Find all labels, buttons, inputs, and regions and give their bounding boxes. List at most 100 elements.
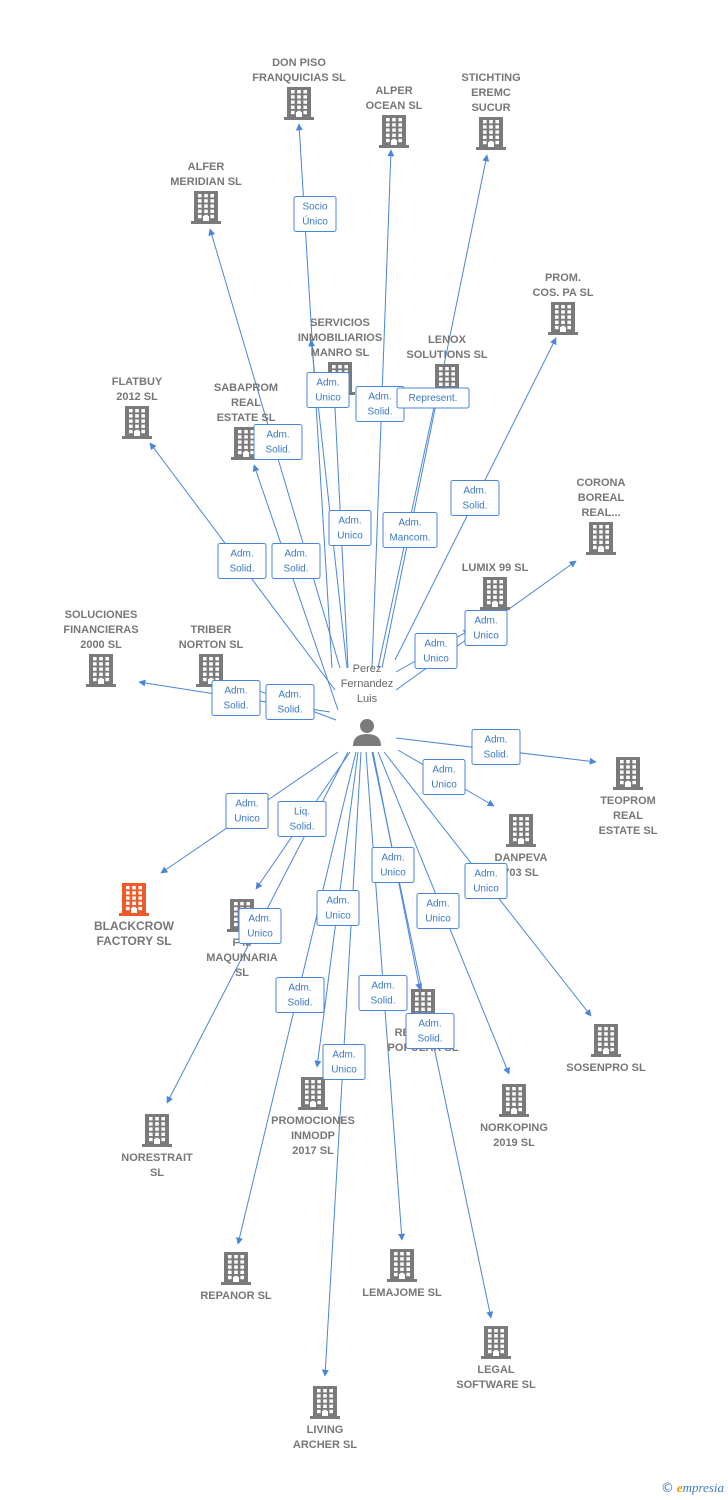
relation-text: Solid. <box>417 1034 442 1045</box>
relation-label-repanor[interactable]: Adm.Solid. <box>275 977 325 1013</box>
relation-label-fm[interactable]: Liq.Solid. <box>277 801 327 837</box>
relation-label-lemajome[interactable]: Adm.Solid. <box>358 975 408 1011</box>
company-name-line: STICHTING <box>461 72 520 84</box>
relation-text: Solid. <box>277 705 302 716</box>
relation-text: Socio <box>302 202 327 213</box>
company-name-line: ALFER <box>188 161 225 173</box>
building-icon[interactable] <box>506 814 536 847</box>
relation-text: Liq. <box>294 807 310 818</box>
relation-label-alper[interactable]: Adm.Solid. <box>355 386 405 422</box>
company-node-repanor[interactable]: REPANOR SL <box>200 1252 272 1302</box>
company-node-corona[interactable]: CORONABOREALREAL... <box>577 477 626 555</box>
building-icon[interactable] <box>548 302 578 335</box>
relation-label-promociones[interactable]: Adm.Unico <box>316 890 360 926</box>
building-icon[interactable] <box>298 1077 328 1110</box>
relation-label-sabaprom[interactable]: Adm.Solid. <box>253 424 303 460</box>
building-icon[interactable] <box>613 757 643 790</box>
company-node-prom-cos[interactable]: PROM. COS. PA SL <box>532 272 594 335</box>
relation-text: Adm. <box>484 735 507 746</box>
relation-text: Adm. <box>381 853 404 864</box>
building-icon[interactable] <box>221 1252 251 1285</box>
building-icon[interactable] <box>122 406 152 439</box>
relation-label-triber[interactable]: Adm.Solid. <box>265 684 315 720</box>
building-icon[interactable] <box>119 883 149 916</box>
relation-label-lumix[interactable]: Adm.Unico <box>414 633 458 669</box>
person-name-line: Perez <box>353 663 382 675</box>
relation-text: Adm. <box>248 914 271 925</box>
relation-text: Adm. <box>368 392 391 403</box>
relation-text: Unico <box>380 868 406 879</box>
company-name-line: MANRO SL <box>311 347 370 359</box>
company-name-line: ESTATE SL <box>599 825 658 837</box>
copyright-symbol: © <box>660 1481 674 1496</box>
relation-text: Unico <box>473 884 499 895</box>
building-icon[interactable] <box>481 1326 511 1359</box>
relation-label-teoprom[interactable]: Adm.Solid. <box>471 729 521 765</box>
relation-label-soluciones[interactable]: Adm.Solid. <box>211 680 261 716</box>
building-icon[interactable] <box>586 522 616 555</box>
company-node-lumix[interactable]: LUMIX 99 SL <box>462 562 529 610</box>
relation-label-sosenpro[interactable]: Adm.Unico <box>464 863 508 899</box>
relation-label-lenox[interactable]: Represent. <box>396 387 470 409</box>
company-node-lemajome[interactable]: LEMAJOME SL <box>362 1249 442 1299</box>
relation-label-sabaprom[interactable]: Adm.Solid. <box>271 543 321 579</box>
building-icon[interactable] <box>310 1386 340 1419</box>
relation-label-living[interactable]: Adm.Unico <box>322 1044 366 1080</box>
relation-text: Unico <box>325 911 351 922</box>
building-icon[interactable] <box>379 115 409 148</box>
relation-label-resinera[interactable]: Adm. Unico <box>371 847 415 883</box>
relation-text: Solid. <box>229 564 254 575</box>
building-icon[interactable] <box>499 1084 529 1117</box>
company-name-line: TEOPROM <box>600 795 656 807</box>
company-node-sosenpro[interactable]: SOSENPRO SL <box>566 1024 646 1074</box>
building-icon[interactable] <box>591 1024 621 1057</box>
relation-label-alfer[interactable]: Adm. Unico <box>328 510 372 546</box>
relation-label-prom-cos[interactable]: Adm.Solid. <box>450 480 500 516</box>
relation-label-corona[interactable]: Adm.Unico <box>464 610 508 646</box>
person-icon <box>353 719 381 746</box>
building-icon[interactable] <box>191 191 221 224</box>
company-name-line: COS. PA SL <box>532 287 593 299</box>
building-icon[interactable] <box>476 117 506 150</box>
building-icon[interactable] <box>142 1114 172 1147</box>
relation-text: Unico <box>431 780 457 791</box>
relation-label-legal[interactable]: Adm.Solid. <box>405 1013 455 1049</box>
empresia-logo[interactable]: ©empresia <box>661 1480 724 1496</box>
relation-label-norkoping[interactable]: Adm.Unico <box>416 893 460 929</box>
company-name-line: FRANQUICIAS SL <box>252 72 346 84</box>
building-icon[interactable] <box>284 87 314 120</box>
relation-label-servicios[interactable]: Adm.Unico <box>306 372 350 408</box>
relation-label-stichting[interactable]: Adm.Mancom. <box>382 512 438 548</box>
relation-text: Adm. <box>338 516 361 527</box>
building-icon[interactable] <box>387 1249 417 1282</box>
company-name-line: ALPER <box>375 85 412 97</box>
relation-text: Unico <box>337 531 363 542</box>
building-icon[interactable] <box>480 577 510 610</box>
relation-text: Represent. <box>409 393 458 404</box>
relation-label-danpeva[interactable]: Adm.Unico <box>422 759 466 795</box>
company-name-line: INMOBILIARIOS <box>298 332 382 344</box>
building-icon[interactable] <box>86 654 116 687</box>
relation-label-norestrait[interactable]: Adm.Unico <box>238 908 282 944</box>
company-name-line: PROM. <box>545 272 581 284</box>
relation-label-blackcrow[interactable]: Adm.Unico <box>225 793 269 829</box>
relation-label-flatbuy[interactable]: Adm.Solid. <box>217 543 267 579</box>
